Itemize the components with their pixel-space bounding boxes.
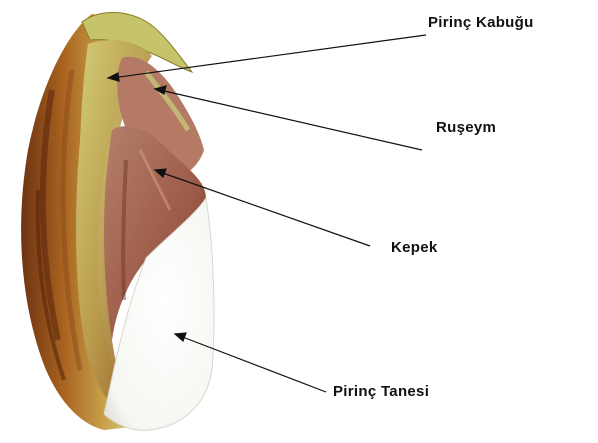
label-bran: Kepek (391, 239, 438, 256)
label-husk: Pirinç Kabuğu (428, 14, 534, 31)
label-germ: Ruşeym (436, 119, 496, 136)
label-kernel: Pirinç Tanesi (333, 383, 429, 400)
